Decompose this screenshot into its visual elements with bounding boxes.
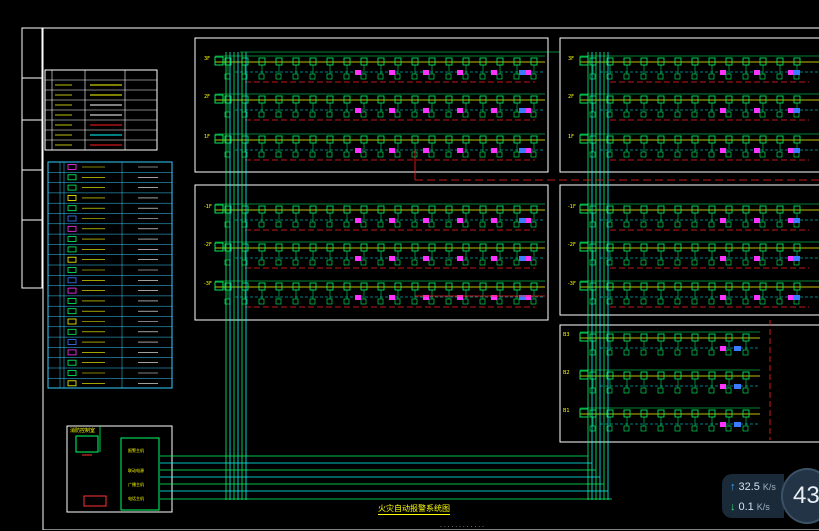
upload-speed: ↑ 32.5 K/s [730, 481, 776, 493]
control-room-box: 消防控制室 报警主机 联动电源 广播主机 电话主机 [66, 425, 173, 513]
upload-unit: K/s [762, 482, 776, 492]
svg-text:联动电源: 联动电源 [128, 467, 144, 473]
svg-text:报警主机: 报警主机 [128, 447, 144, 453]
floor-label: 2F [204, 94, 210, 100]
floor-label: 3F [568, 56, 574, 62]
floor-label: B3 [563, 332, 570, 338]
floor-label: -3F [204, 281, 212, 287]
floor-label: -1F [568, 204, 576, 210]
panel-mid-right [559, 184, 819, 316]
drawing-title: 火灾自动报警系统图 [378, 504, 450, 515]
floor-label: 1F [568, 134, 574, 140]
drawing-subtitle: · · · · · · · · · · · · [440, 524, 484, 531]
floor-label: -2F [204, 242, 212, 248]
floor-label: -1F [204, 204, 212, 210]
floor-label: 3F [204, 56, 210, 62]
svg-text:电话主机: 电话主机 [128, 495, 144, 501]
panel-top-left [194, 37, 549, 173]
panel-lower-right [559, 324, 819, 443]
svg-text:广播主机: 广播主机 [128, 481, 144, 487]
download-arrow-icon: ↓ [730, 501, 736, 513]
floor-label: -2F [568, 242, 576, 248]
network-speed-widget[interactable]: ↑ 32.5 K/s ↓ 0.1 K/s [722, 474, 784, 518]
floor-label: B1 [563, 408, 570, 414]
cpu-usage-badge[interactable]: 43 [781, 468, 819, 524]
legend-table-devices [47, 161, 173, 389]
download-unit: K/s [756, 502, 770, 512]
floor-label: 1F [204, 134, 210, 140]
panel-mid-left [194, 184, 549, 321]
legend-table-wiring [44, 69, 158, 151]
floor-label: B2 [563, 370, 570, 376]
upload-arrow-icon: ↑ [730, 481, 736, 493]
svg-text:消防控制室: 消防控制室 [70, 427, 95, 434]
floor-label: -3F [568, 281, 576, 287]
download-speed: ↓ 0.1 K/s [730, 501, 770, 513]
drawing-frame [42, 27, 819, 530]
upload-value: 32.5 [738, 481, 760, 493]
title-strip [21, 27, 43, 289]
floor-label: 2F [568, 94, 574, 100]
download-value: 0.1 [738, 501, 754, 513]
panel-top-right [559, 37, 819, 173]
